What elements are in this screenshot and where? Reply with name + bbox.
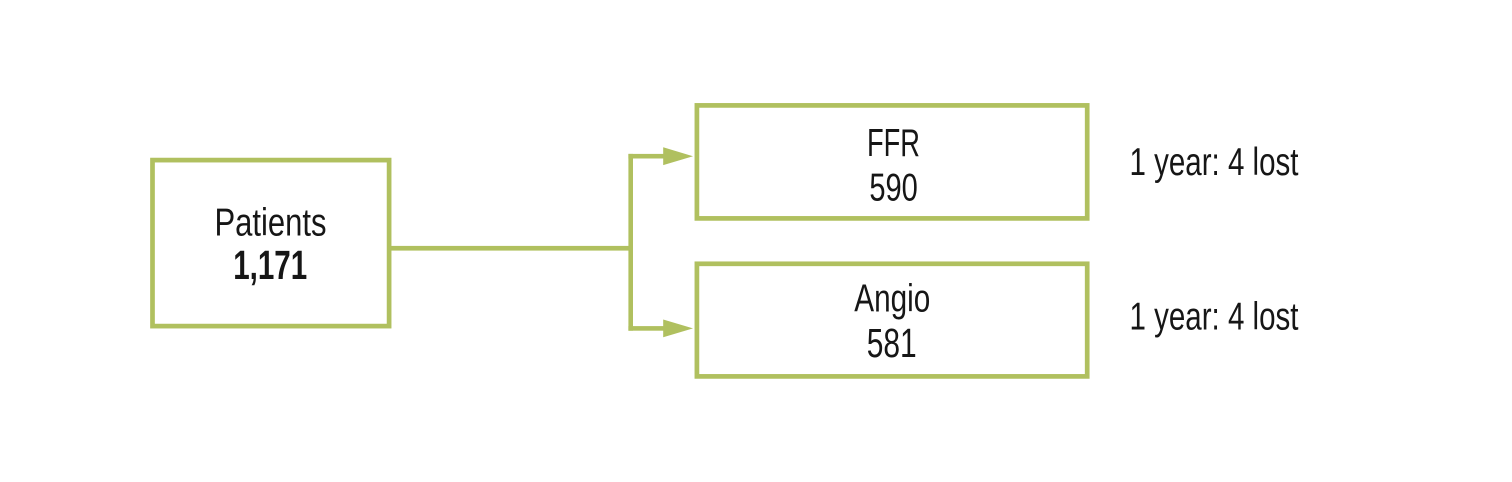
svg-text:1,171: 1,171 [233,242,307,288]
svg-text:Angio: Angio [854,277,930,320]
svg-text:590: 590 [869,166,918,209]
svg-text:581: 581 [867,320,917,366]
svg-text:1 year: 4 lost: 1 year: 4 lost [1130,296,1299,339]
svg-text:1 year: 4 lost: 1 year: 4 lost [1130,141,1299,184]
svg-text:Patients: Patients [215,202,327,245]
svg-text:FFR: FFR [867,122,920,165]
